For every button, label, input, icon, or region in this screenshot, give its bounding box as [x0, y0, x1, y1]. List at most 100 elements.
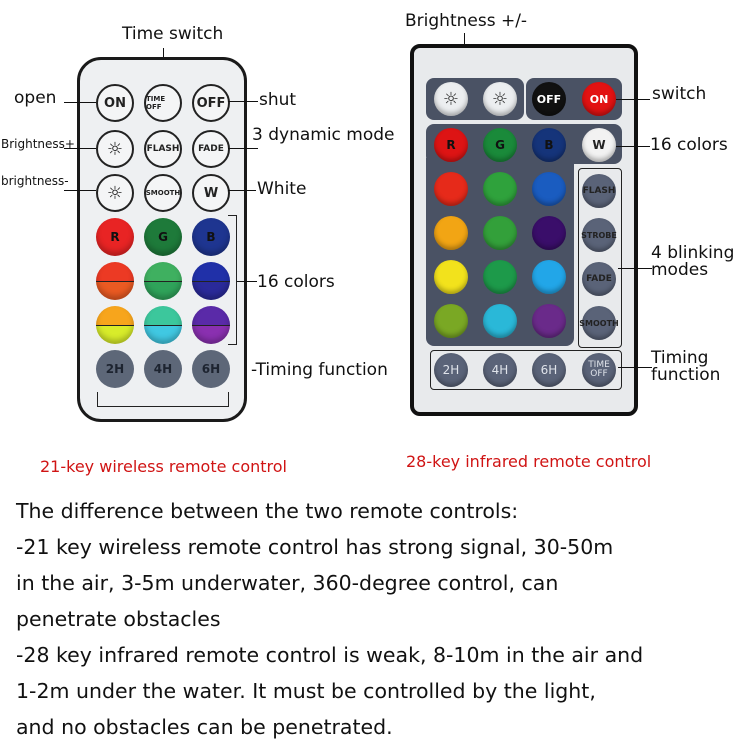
leader-line	[616, 146, 650, 147]
leader-line	[228, 190, 256, 191]
time-off-button[interactable]: TIME OFF	[144, 84, 182, 122]
color-yellow-button[interactable]	[96, 306, 134, 344]
blue-button[interactable]: B	[192, 218, 230, 256]
off-button[interactable]: OFF	[192, 84, 230, 122]
on-button[interactable]: ON	[582, 82, 616, 116]
brightness-down-button[interactable]: ☼	[96, 174, 134, 212]
leader-line	[64, 102, 96, 103]
color-button[interactable]	[532, 260, 566, 294]
strobe-button[interactable]: STROBE	[581, 218, 617, 252]
leader-line	[64, 148, 96, 149]
label-blinking-line-2: modes	[651, 260, 709, 280]
green-button[interactable]: G	[144, 218, 182, 256]
flash-button[interactable]: FLASH	[144, 130, 182, 168]
white-button[interactable]: W	[582, 128, 616, 162]
leader-line	[237, 281, 257, 282]
red-button[interactable]: R	[434, 128, 468, 162]
timer-6h-button[interactable]: 6H	[192, 350, 230, 388]
label-timing-function: -Timing function	[251, 360, 388, 380]
colors-bracket	[228, 215, 237, 345]
caption-28-key: 28-key infrared remote control	[406, 452, 652, 471]
leader-line	[64, 190, 96, 191]
timer-4h-button[interactable]: 4H	[144, 350, 182, 388]
brightness-up-button[interactable]: ☼	[96, 130, 134, 168]
color-button[interactable]	[434, 304, 468, 338]
label-shut: shut	[259, 90, 297, 110]
label-brightness-plus: Brightness+	[1, 137, 75, 151]
label-timing-line-1: Timing	[651, 348, 709, 368]
sun-up-icon: ☼	[106, 138, 124, 160]
flash-button[interactable]: FLASH	[582, 174, 616, 208]
color-cyan-button[interactable]	[144, 306, 182, 344]
color-light-green-button[interactable]	[144, 262, 182, 300]
color-button[interactable]	[532, 172, 566, 206]
bottom-bracket	[97, 392, 229, 407]
color-button[interactable]	[483, 172, 517, 206]
label-time-switch: Time switch	[122, 24, 224, 44]
timer-6h-button[interactable]: 6H	[532, 353, 566, 387]
color-button[interactable]	[434, 216, 468, 250]
label-blinking-modes: 4 blinking modes	[651, 245, 734, 279]
label-open: open	[14, 88, 57, 108]
timing-box	[430, 350, 622, 390]
blink-modes-box	[578, 168, 622, 348]
label-brightness-minus: brightness-	[1, 174, 69, 188]
timer-2h-button[interactable]: 2H	[434, 353, 468, 387]
sun-down-icon: ☼	[106, 182, 124, 204]
time-off-label-1: TIME	[588, 360, 610, 370]
color-button[interactable]	[532, 304, 566, 338]
label-timing-line-2: function	[651, 365, 721, 385]
color-button[interactable]	[532, 216, 566, 250]
fade-button[interactable]: FADE	[192, 130, 230, 168]
timer-2h-button[interactable]: 2H	[96, 350, 134, 388]
label-white: White	[257, 179, 307, 199]
brightness-up-button[interactable]: ☼	[434, 82, 468, 116]
label-switch: switch	[652, 84, 707, 104]
on-button[interactable]: ON	[96, 84, 134, 122]
smooth-button[interactable]: SMOOTH	[144, 174, 182, 212]
off-button[interactable]: OFF	[532, 82, 566, 116]
remote-21-body: ON TIME OFF OFF ☼ FLASH FADE ☼ SMOOTH W …	[77, 57, 247, 422]
time-off-button[interactable]: TIME OFF	[582, 353, 616, 387]
time-off-label-2: OFF	[590, 369, 608, 379]
label-timing-function-28: Timing function	[651, 350, 720, 384]
blue-button[interactable]: B	[532, 128, 566, 162]
color-orange-red-button[interactable]	[96, 262, 134, 300]
green-button[interactable]: G	[483, 128, 517, 162]
leader-line	[618, 367, 652, 368]
color-button[interactable]	[483, 304, 517, 338]
description-line: -28 key infrared remote control is weak,…	[16, 643, 644, 667]
label-16-colors-28: 16 colors	[650, 135, 728, 155]
description-line: in the air, 3-5m underwater, 360-degree …	[16, 571, 559, 595]
color-purple-button[interactable]	[192, 306, 230, 344]
color-button[interactable]	[483, 260, 517, 294]
description-line: and no obstacles can be penetrated.	[16, 715, 393, 739]
leader-line	[616, 99, 650, 100]
fade-button[interactable]: FADE	[582, 262, 616, 296]
leader-line	[228, 101, 258, 102]
timer-4h-button[interactable]: 4H	[483, 353, 517, 387]
description-line: penetrate obstacles	[16, 607, 221, 631]
label-brightness: Brightness +/-	[405, 11, 528, 31]
description-text: The difference between the two remote co…	[16, 493, 736, 745]
brightness-down-button[interactable]: ☼	[483, 82, 517, 116]
description-line: -21 key wireless remote control has stro…	[16, 535, 614, 559]
remote-28-body: ☼ ☼ OFF ON R G B W FLASH STROBE FADE SMO…	[410, 44, 638, 416]
smooth-button[interactable]: SMOOTH	[579, 306, 619, 340]
label-blinking-line-1: 4 blinking	[651, 243, 735, 263]
description-line: The difference between the two remote co…	[16, 499, 519, 523]
label-16-colors: 16 colors	[257, 272, 335, 292]
caption-21-key: 21-key wireless remote control	[40, 457, 287, 476]
label-dynamic-mode: 3 dynamic mode	[252, 125, 395, 145]
white-button[interactable]: W	[192, 174, 230, 212]
color-indigo-button[interactable]	[192, 262, 230, 300]
color-button[interactable]	[483, 216, 517, 250]
sun-up-icon: ☼	[442, 88, 460, 110]
leader-line	[618, 268, 652, 269]
sun-down-icon: ☼	[491, 88, 509, 110]
leader-line	[228, 148, 258, 149]
description-line: 1-2m under the water. It must be control…	[16, 679, 596, 703]
color-button[interactable]	[434, 260, 468, 294]
color-button[interactable]	[434, 172, 468, 206]
red-button[interactable]: R	[96, 218, 134, 256]
